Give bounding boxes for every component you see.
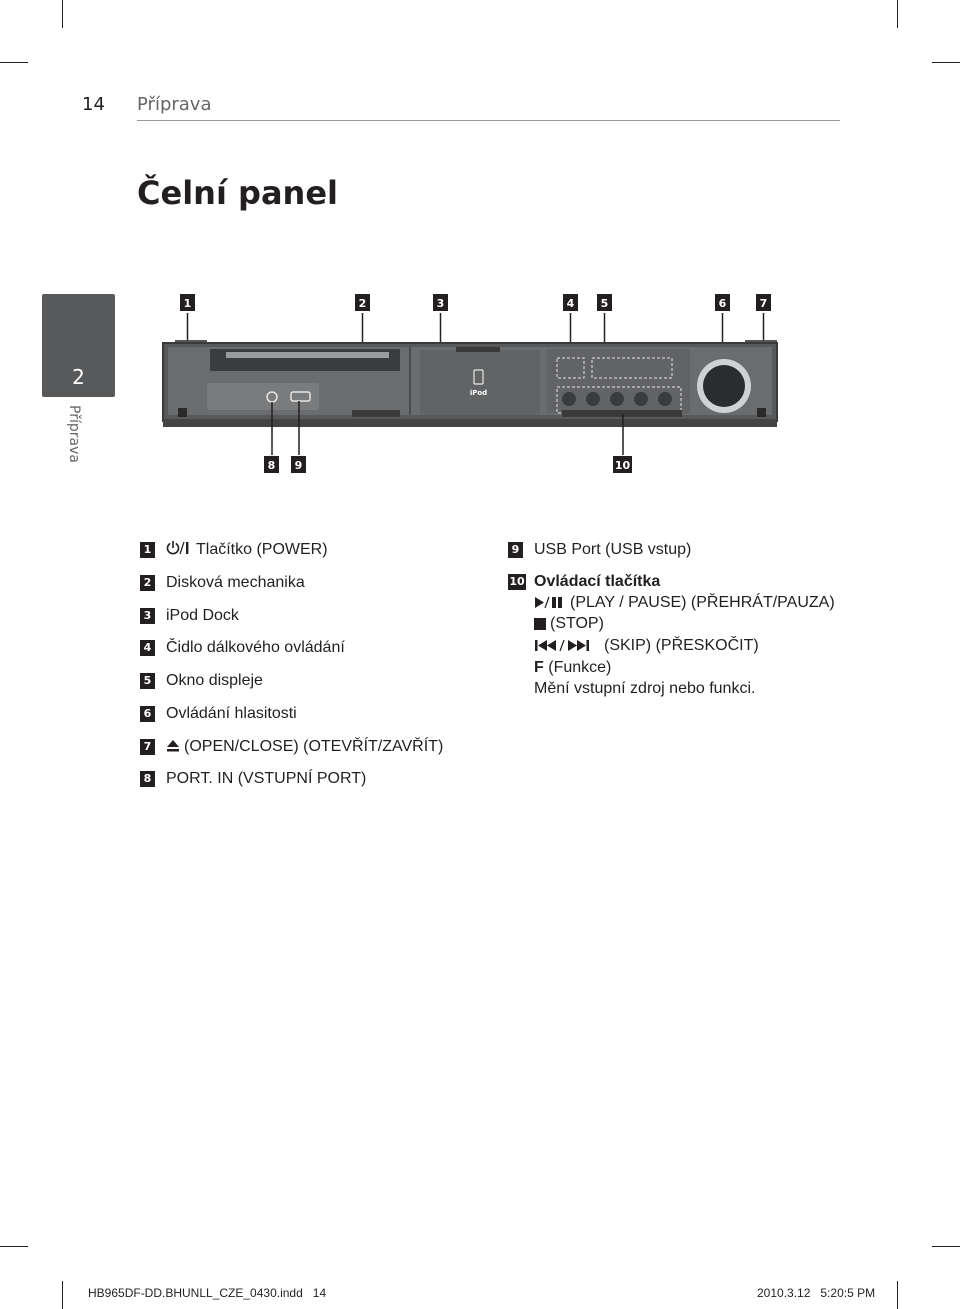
item-text: Ovládání hlasitosti	[166, 705, 297, 722]
callout-badge: 6	[715, 294, 730, 311]
item-text: iPod Dock	[166, 607, 239, 624]
function-label: (Funkce)	[548, 659, 612, 676]
crop-mark	[0, 62, 28, 63]
item-text-wrap: (OPEN/CLOSE) (OTEVŘÍT/ZAVŘÍT)	[166, 737, 443, 757]
device-foot	[757, 408, 766, 417]
callout-badge: 3	[433, 294, 448, 311]
callout-badge: 8	[264, 456, 279, 473]
port-panel	[207, 383, 319, 410]
item-text: Čidlo dálkového ovládání	[166, 639, 345, 656]
parts-list-right: 9 USB Port (USB vstup) 10 Ovládací tlačí…	[508, 540, 928, 710]
page-title: Čelní panel	[137, 174, 338, 212]
callout-label: 9	[295, 459, 303, 472]
stop-text: (STOP)	[550, 615, 604, 632]
control-button	[634, 392, 648, 406]
callout-label: 6	[719, 297, 727, 310]
callout-label: 10	[615, 459, 631, 472]
item-number: 10	[508, 574, 526, 590]
device-foot	[178, 408, 187, 417]
control-button	[586, 392, 600, 406]
remote-sensor	[556, 357, 585, 379]
control-button	[658, 392, 672, 406]
crop-mark	[932, 62, 960, 63]
page-number: 14	[82, 94, 105, 115]
list-item: 10 Ovládací tlačítka (PLAY / PAUSE) (PŘE…	[508, 572, 928, 702]
item-text-wrap: Tlačítko (POWER)	[166, 540, 328, 560]
item-number: 9	[508, 542, 523, 558]
crop-mark	[0, 1246, 28, 1247]
item-number: 4	[140, 640, 155, 656]
ipod-dock-slot	[456, 347, 500, 352]
play-pause-line: (PLAY / PAUSE) (PŘEHRÁT/PAUZA)	[534, 593, 835, 613]
crop-mark	[62, 1281, 63, 1309]
callout-badge: 2	[355, 294, 370, 311]
crop-mark	[932, 1246, 960, 1247]
header-rule	[137, 120, 840, 121]
disc-slot	[226, 352, 389, 358]
callout-badge: 1	[180, 294, 195, 311]
play-pause-icon	[535, 596, 562, 609]
crop-mark	[897, 1281, 898, 1309]
ipod-dock-door	[420, 350, 540, 415]
function-description: Mění vstupní zdroj nebo funkci.	[534, 680, 756, 697]
item-text: Tlačítko (POWER)	[196, 541, 328, 558]
ipod-icon	[473, 369, 484, 385]
callout-badge: 9	[291, 456, 306, 473]
callout-badge: 10	[613, 456, 632, 473]
footer-date: 2010.3.12 5:20:5 PM	[757, 1286, 876, 1300]
control-button	[562, 392, 576, 406]
running-header: Příprava	[137, 94, 212, 115]
callout-label: 1	[184, 297, 192, 310]
callout-badge: 4	[563, 294, 578, 311]
crop-mark	[62, 0, 63, 28]
stop-line: (STOP)	[534, 614, 604, 634]
item-number: 5	[140, 673, 155, 689]
item-number: 3	[140, 608, 155, 624]
control-button	[610, 392, 624, 406]
device-vent	[352, 410, 400, 417]
item-text: Okno displeje	[166, 672, 263, 689]
item-number: 8	[140, 771, 155, 787]
item-title: Ovládací tlačítka	[534, 573, 661, 590]
callout-badge: 5	[597, 294, 612, 311]
callout-label: 5	[601, 297, 609, 310]
item-number: 6	[140, 706, 155, 722]
callout-label: 7	[760, 297, 768, 310]
device-base	[163, 419, 777, 427]
play-pause-text: (PLAY / PAUSE) (PŘEHRÁT/PAUZA)	[570, 594, 835, 611]
item-text: (OPEN/CLOSE) (OTEVŘÍT/ZAVŘÍT)	[184, 738, 444, 755]
skip-line: (SKIP) (PŘESKOČIT)	[534, 636, 759, 656]
skip-icon	[535, 639, 589, 652]
item-number: 7	[140, 739, 155, 755]
callout-label: 4	[567, 297, 575, 310]
volume-knob	[703, 365, 745, 407]
crop-mark	[897, 0, 898, 28]
leader-lines	[271, 401, 624, 455]
chapter-number: 2	[72, 365, 85, 389]
parts-list-left: 1 Tlačítko (POWER) 2 Disková mechanika 3…	[140, 540, 500, 790]
callout-label: 2	[359, 297, 367, 310]
power-icon	[166, 541, 189, 555]
stop-icon	[534, 618, 546, 630]
function-key: F	[534, 659, 544, 676]
display-window	[591, 357, 673, 379]
footer-file: HB965DF-DD.BHUNLL_CZE_0430.indd 14	[88, 1286, 327, 1300]
callout-badge: 7	[756, 294, 771, 311]
function-line: F (Funkce)	[534, 658, 611, 678]
item-number: 2	[140, 575, 155, 591]
skip-text: (SKIP) (PŘESKOČIT)	[604, 637, 759, 654]
device-vent	[562, 410, 682, 417]
ipod-label: iPod	[470, 389, 487, 397]
item-text: USB Port (USB vstup)	[534, 541, 692, 558]
callout-label: 8	[268, 459, 276, 472]
item-number: 1	[140, 542, 155, 558]
chapter-tab: 2	[42, 294, 115, 397]
usb-port	[290, 391, 311, 402]
item-text: PORT. IN (VSTUPNÍ PORT)	[166, 770, 367, 787]
eject-icon	[167, 740, 179, 752]
item-text: Disková mechanika	[166, 574, 305, 591]
front-panel-illustration: 1 2 3 4 5 6 7	[162, 294, 778, 473]
callout-label: 3	[437, 297, 445, 310]
chapter-label: Příprava	[66, 405, 82, 463]
